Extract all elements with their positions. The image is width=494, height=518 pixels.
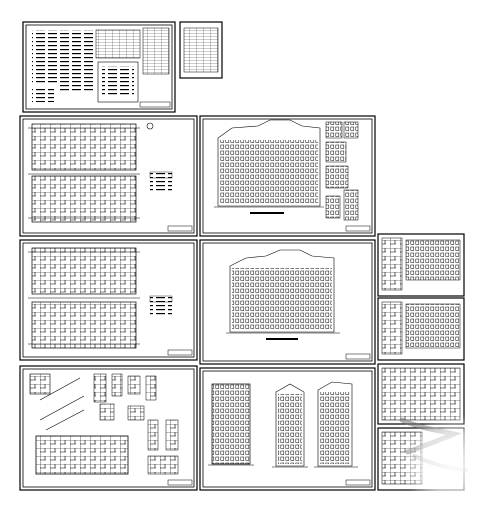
- sheet-elevation-front[interactable]: [199, 115, 376, 237]
- sheet-floor-plan-1[interactable]: [19, 115, 198, 237]
- sheet-detail-2[interactable]: [377, 297, 465, 361]
- sheet-floor-plan-2[interactable]: [19, 239, 198, 361]
- sheet-site-and-details[interactable]: [19, 365, 198, 491]
- sheet-door-window-table[interactable]: [179, 21, 223, 79]
- sheet-side-elevations[interactable]: [199, 367, 376, 491]
- sheet-design-notes[interactable]: [22, 21, 176, 113]
- sheet-elevation-rear[interactable]: [199, 239, 376, 365]
- sheet-detail-1[interactable]: [377, 233, 465, 297]
- sheet-detail-3[interactable]: [377, 363, 465, 425]
